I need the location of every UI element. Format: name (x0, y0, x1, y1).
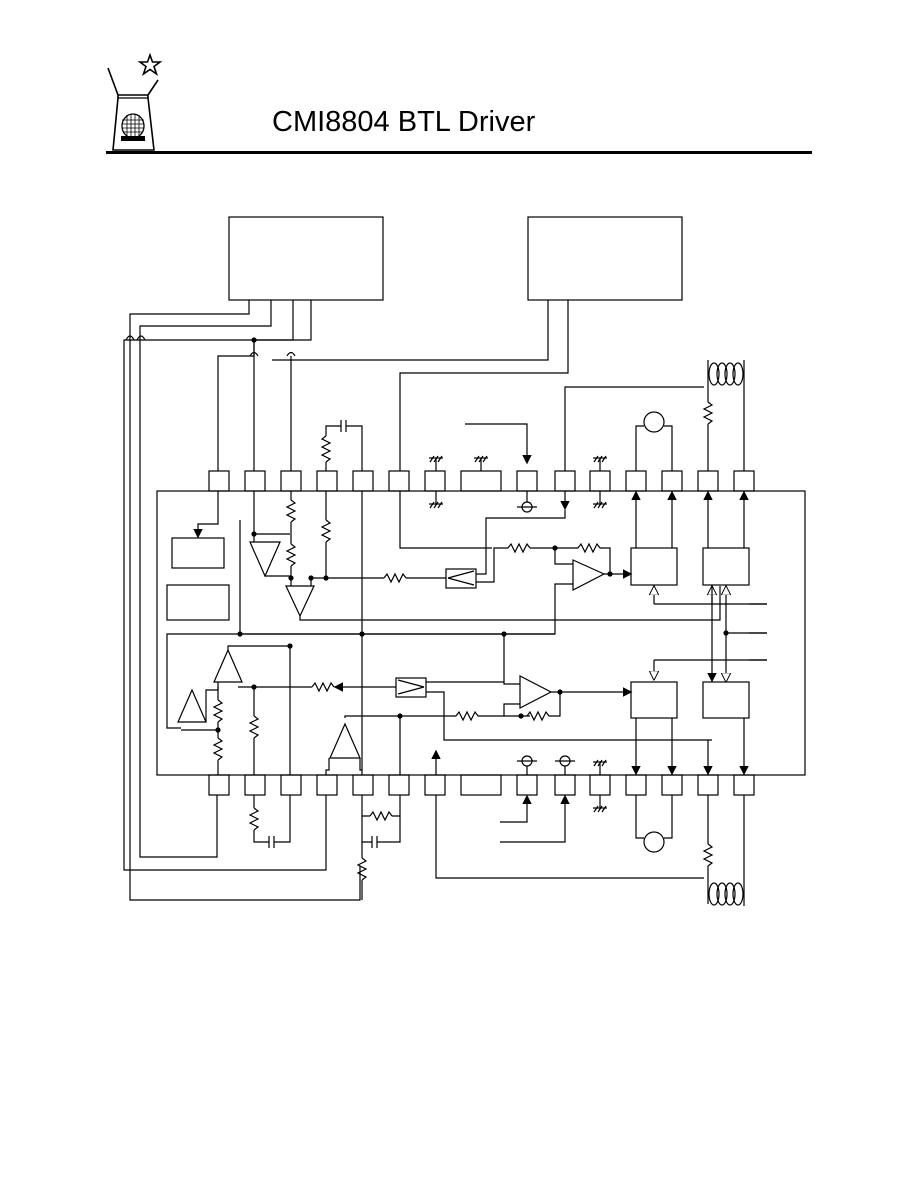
resistor (285, 499, 297, 523)
header-divider (106, 151, 812, 154)
control-wire (399, 300, 569, 471)
pin (697, 774, 719, 796)
power-stage-block (702, 681, 750, 719)
pin (625, 470, 647, 492)
buffer-amplifier (177, 688, 207, 723)
ground-symbol (593, 795, 607, 813)
buffer-amplifier (329, 722, 361, 759)
ground-symbol (429, 491, 443, 509)
pin (661, 774, 683, 796)
pin (424, 470, 446, 492)
pin (554, 470, 576, 492)
pin (388, 470, 410, 492)
resistor (356, 857, 368, 881)
pin (352, 774, 374, 796)
resistor (212, 737, 224, 761)
pin (625, 774, 647, 796)
pin (733, 470, 755, 492)
resistor (507, 542, 531, 554)
ground-symbol (429, 455, 443, 471)
resistor (577, 542, 601, 554)
resistor (383, 572, 407, 584)
pin (352, 470, 374, 492)
pin (244, 470, 266, 492)
resistor (320, 519, 332, 543)
star-icon (137, 52, 163, 77)
resistor (320, 435, 332, 463)
pin (733, 774, 755, 796)
resistor (248, 807, 260, 831)
driver-amplifier (519, 675, 553, 709)
pin (208, 774, 230, 796)
ground-symbol (593, 455, 607, 471)
pin (460, 470, 502, 492)
resistor (702, 843, 714, 867)
driver-amplifier (572, 559, 606, 591)
resistor (212, 699, 224, 723)
switch-block (445, 568, 477, 589)
pin (516, 774, 538, 796)
controller-block-left (228, 216, 384, 301)
pin (697, 470, 719, 492)
pin (388, 774, 410, 796)
motor-symbol (643, 831, 665, 853)
buffer-amplifier (213, 648, 243, 683)
control-wire (272, 300, 549, 361)
resistor (248, 715, 260, 739)
power-stage-block (630, 681, 678, 719)
resistor (455, 710, 479, 722)
pin (280, 470, 302, 492)
pin (316, 470, 338, 492)
control-bus-wires (123, 300, 361, 901)
pin (316, 774, 338, 796)
switch-block (395, 677, 427, 698)
page-title: CMI8804 BTL Driver (272, 106, 536, 138)
coil-inductor (707, 360, 745, 471)
top-pin-row (208, 470, 755, 492)
motor-symbol (643, 411, 665, 433)
ground-symbol (593, 759, 607, 775)
buffer-amplifier (249, 541, 281, 578)
pin (554, 774, 576, 796)
pin (516, 470, 538, 492)
pin (424, 774, 446, 796)
ground-symbol (474, 455, 488, 471)
pin (661, 470, 683, 492)
resistor (369, 810, 393, 822)
buffer-amplifier (285, 585, 315, 618)
power-stage-block (702, 547, 750, 586)
pin (460, 774, 502, 796)
resistor (285, 543, 297, 567)
pin (589, 774, 611, 796)
bottom-pin-row (208, 774, 755, 796)
pin (244, 774, 266, 796)
resistor (526, 710, 550, 722)
ground-symbol (593, 491, 607, 509)
pin (589, 470, 611, 492)
resistor (311, 681, 335, 693)
resistor (702, 401, 714, 425)
company-logo (107, 52, 163, 151)
power-stage-block (630, 547, 678, 586)
controller-block-right (527, 216, 683, 301)
internal-block (166, 584, 230, 621)
pin (208, 470, 230, 492)
coil-inductor (707, 795, 745, 906)
pin (280, 774, 302, 796)
internal-block (171, 537, 225, 569)
